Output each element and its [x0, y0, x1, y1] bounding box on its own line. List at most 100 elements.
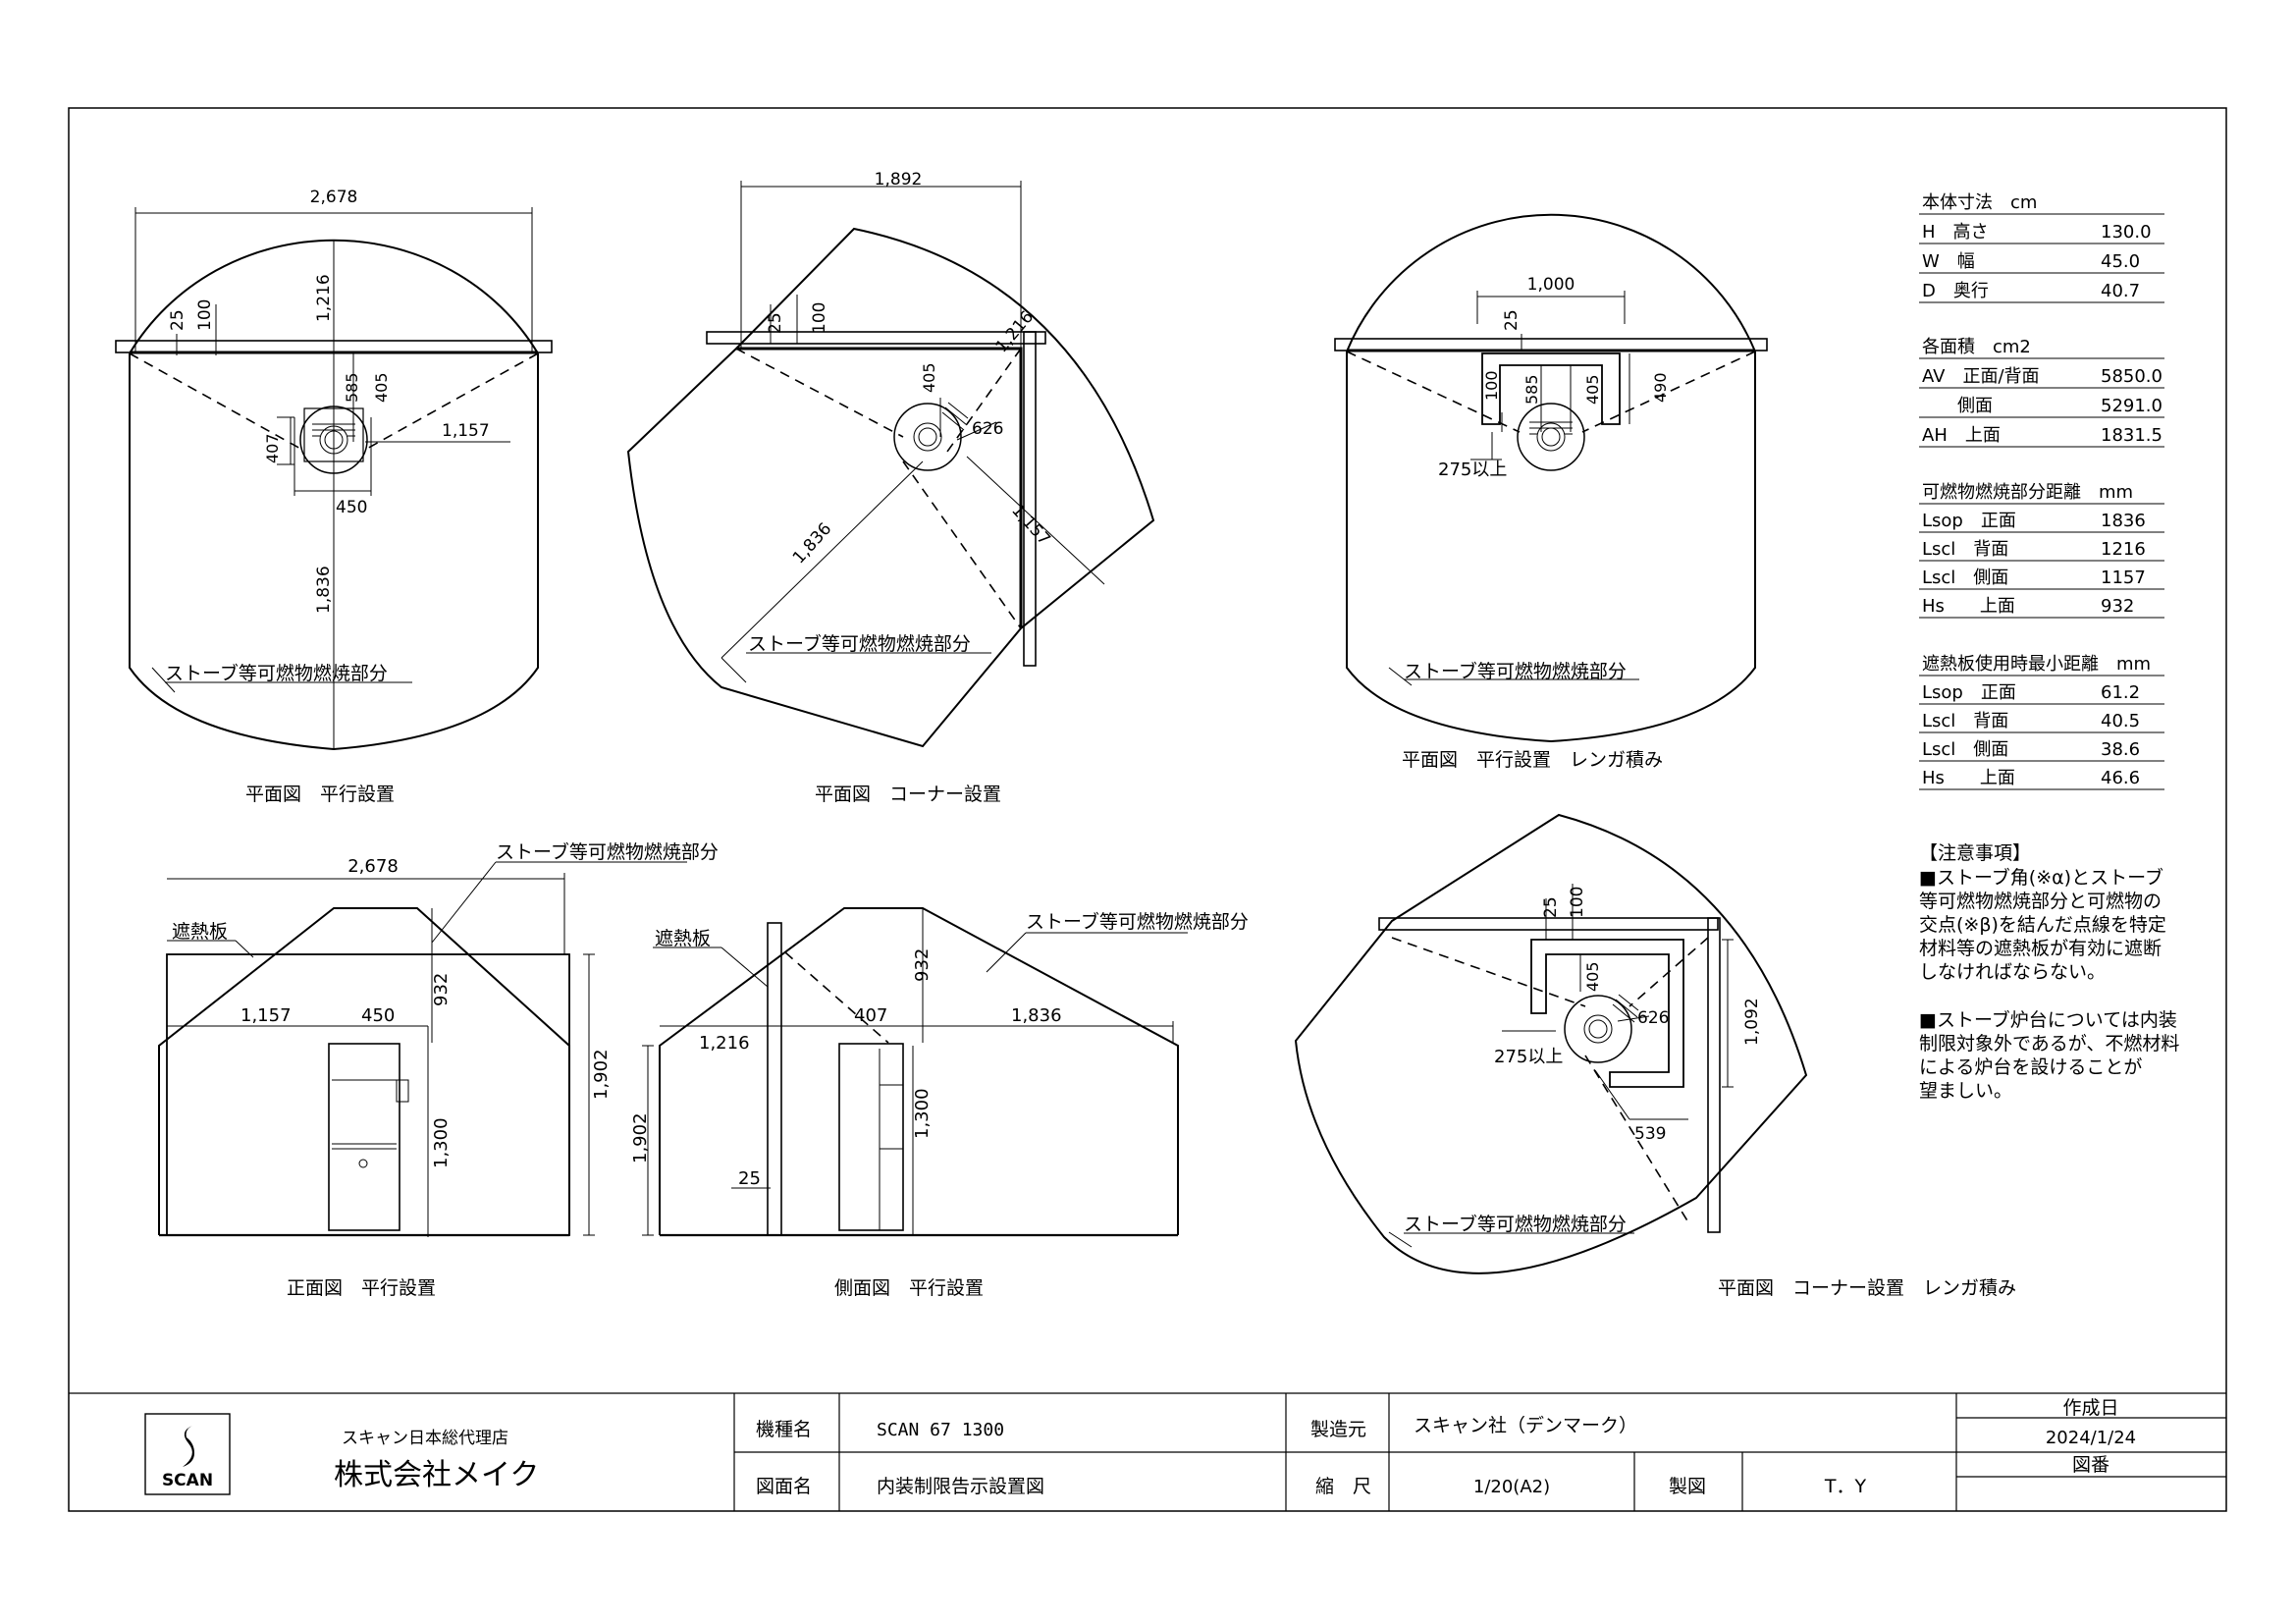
plan-parallel-view: 2,678 25 100 1,216 585 405 407 1,157 450… — [115, 188, 553, 805]
dim-626: 626 — [972, 419, 1003, 439]
spec-row-label: Lsop 正面 — [1922, 682, 2016, 703]
drawing-label: 図面名 — [756, 1476, 812, 1497]
sheet-frame — [68, 107, 2227, 1512]
brick-wall — [1530, 939, 1684, 1088]
dim-25: 25 — [1502, 309, 1522, 331]
note-line: 等可燃物燃焼部分と可燃物の — [1919, 891, 2162, 912]
dim-1836: 1,836 — [314, 566, 334, 614]
zone-outline — [659, 907, 1179, 1235]
spec-row-label: Lscl 側面 — [1922, 568, 2008, 588]
dim-405: 405 — [1583, 961, 1602, 992]
zone-outline — [158, 907, 570, 1235]
dim-405: 405 — [1583, 374, 1602, 405]
dim-width: 2,678 — [347, 856, 399, 877]
title-block: SCAN スキャン日本総代理店 株式会社メイク 機種名 SCAN 67 1300… — [69, 1392, 2226, 1511]
zone-label: ストーブ等可燃物燃焼部分 — [1026, 910, 1249, 933]
spec-row-value: 130.0 — [2101, 222, 2152, 243]
dim-407: 407 — [263, 433, 282, 463]
dim-25: 25 — [738, 1168, 761, 1189]
view-caption: 正面図 平行設置 — [287, 1277, 436, 1299]
note-line: 材料等の遮熱板が有効に遮断 — [1919, 938, 2162, 959]
zone-label: ストーブ等可燃物燃焼部分 — [748, 632, 971, 655]
note-line: による炉台を設けることが — [1919, 1056, 2142, 1078]
spec-row-label: AH 上面 — [1922, 425, 2001, 446]
dim-25: 25 — [168, 309, 187, 331]
dim-932: 932 — [912, 948, 933, 982]
agent-small: スキャン日本総代理店 — [342, 1429, 508, 1448]
spec-row-label: D 奥行 — [1922, 281, 1989, 301]
zone-outline — [626, 227, 1155, 748]
logo-text: SCAN — [162, 1471, 213, 1490]
spec-row-value: 45.0 — [2101, 251, 2140, 272]
dim-100: 100 — [195, 299, 215, 331]
scale-label: 縮 尺 — [1315, 1476, 1371, 1497]
dim-1216: 1,216 — [699, 1033, 750, 1054]
shield-label: 遮熱板 — [655, 928, 711, 949]
dim-clearance: 275以上 — [1438, 460, 1507, 480]
view-caption: 平面図 コーナー設置 レンガ積み — [1718, 1277, 2016, 1299]
note-line: 望ましい。 — [1919, 1080, 2012, 1102]
spec-row-label: 側面 — [1922, 396, 1993, 416]
dim-1300: 1,300 — [912, 1088, 933, 1139]
dim-width: 2,678 — [310, 188, 358, 207]
dim-1836: 1,836 — [1011, 1005, 1062, 1026]
spec-row-label: Hs 上面 — [1922, 768, 2015, 788]
zone-outline — [1346, 352, 1756, 743]
dim-539: 539 — [1634, 1124, 1666, 1144]
dim-100: 100 — [1482, 370, 1501, 401]
spec-row-value: 1216 — [2101, 539, 2146, 560]
flame-icon — [183, 1426, 194, 1467]
front-parallel-view: 2,678 1,157 450 932 1,300 1,902 遮熱板 ストーブ… — [158, 840, 719, 1299]
zone-label: ストーブ等可燃物燃焼部分 — [1404, 1213, 1627, 1235]
view-caption: 側面図 平行設置 — [834, 1277, 984, 1299]
dim-405: 405 — [920, 362, 938, 393]
date-label: 作成日 — [2062, 1397, 2118, 1419]
model-label: 機種名 — [756, 1419, 812, 1440]
dim-1902: 1,902 — [630, 1112, 651, 1163]
wall-plate-side — [1023, 331, 1037, 667]
dim-932: 932 — [431, 973, 452, 1006]
dim-clearance: 275以上 — [1494, 1047, 1563, 1067]
scale-value: 1/20(A2) — [1473, 1477, 1550, 1497]
spec-row-value: 40.7 — [2101, 281, 2140, 301]
zone-label: ストーブ等可燃物燃焼部分 — [165, 662, 388, 684]
side-parallel-view: 1,216 407 1,836 932 1,300 1,902 25 遮熱板 ス… — [630, 907, 1249, 1299]
logo-box — [144, 1413, 231, 1495]
note-line: ■ストーブ角(※α)とストーブ — [1919, 866, 2163, 889]
spec-row-value: 5291.0 — [2101, 396, 2163, 416]
agent-name: 株式会社メイク — [334, 1458, 539, 1492]
dim-1157: 1,157 — [240, 1005, 292, 1026]
spec-table-title: 本体寸法 cm — [1922, 192, 2037, 213]
maker-value: スキャン社（デンマーク） — [1414, 1415, 1637, 1436]
spec-row-value: 61.2 — [2101, 682, 2140, 703]
number-label: 図番 — [2072, 1454, 2109, 1476]
brick-wall — [1481, 352, 1621, 425]
dim-width: 1,892 — [875, 170, 923, 189]
note-line: ■ストーブ炉台については内装 — [1919, 1008, 2177, 1031]
view-caption: 平面図 コーナー設置 — [815, 784, 1001, 805]
dim-585: 585 — [1522, 374, 1541, 405]
dim-1300: 1,300 — [431, 1117, 452, 1168]
zone-back-arc — [129, 239, 539, 354]
dim-25: 25 — [1541, 896, 1561, 918]
dim-1092: 1,092 — [1742, 998, 1762, 1046]
note-line: しなければならない。 — [1919, 961, 2106, 983]
wall-plate-side — [1707, 917, 1721, 1233]
dim-626: 626 — [1637, 1008, 1669, 1028]
spec-row-label: W 幅 — [1922, 251, 1975, 272]
plan-corner-brick-view: 25 100 405 626 1,092 275以上 539 ストーブ等可燃物燃… — [1294, 813, 2016, 1299]
model-value: SCAN 67 1300 — [877, 1420, 1004, 1440]
drafter-label: 製図 — [1669, 1476, 1706, 1497]
note-line: 交点(※β)を結んだ点線を特定 — [1919, 914, 2166, 936]
dim-405: 405 — [372, 372, 391, 403]
drawing-value: 内装制限告示設置図 — [877, 1476, 1044, 1497]
spec-row-label: AV 正面/背面 — [1922, 366, 2040, 387]
view-caption: 平面図 平行設置 レンガ積み — [1402, 749, 1663, 771]
spec-table-title: 各面積 cm2 — [1922, 337, 2031, 357]
spec-row-label: Hs 上面 — [1922, 596, 2015, 617]
spec-row-label: H 高さ — [1922, 222, 1989, 243]
zone-outline — [1294, 813, 1808, 1274]
spec-row-label: Lscl 側面 — [1922, 739, 2008, 760]
spec-row-value: 932 — [2101, 596, 2134, 617]
plan-parallel-brick-view: 1,000 25 100 585 405 490 275以上 ストーブ等可燃物燃… — [1334, 213, 1768, 771]
